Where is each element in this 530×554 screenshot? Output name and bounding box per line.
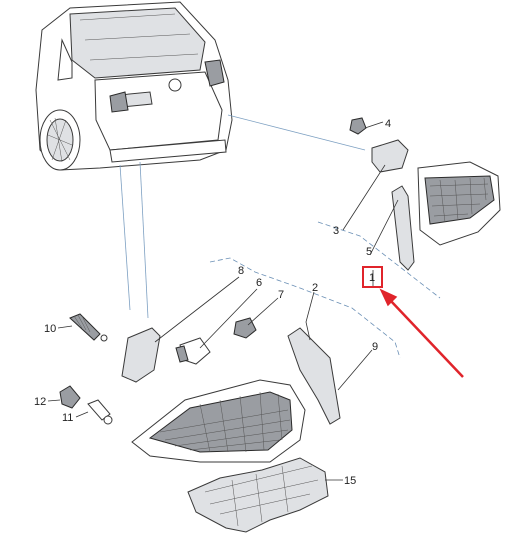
callout-3: 3: [333, 225, 339, 237]
callout-5: 5: [366, 246, 372, 258]
callout-2: 2: [312, 282, 318, 294]
callout-12: 12: [34, 396, 46, 408]
lower-assembly: [59, 313, 341, 533]
callout-4: 4: [385, 118, 391, 130]
callout-1: 1: [369, 272, 375, 284]
highlight-arrow: [379, 288, 464, 378]
callout-7: 7: [278, 289, 284, 301]
callout-8: 8: [238, 265, 244, 277]
callout-labels: 4 3 5 1 8 6 7 2 9 10 12 11 15: [34, 118, 391, 487]
callout-11: 11: [62, 412, 73, 424]
callout-15: 15: [344, 475, 356, 487]
upper-assembly: [349, 117, 501, 271]
callout-6: 6: [256, 277, 262, 289]
callout-10: 10: [44, 323, 56, 335]
reference-leaders: [119, 114, 441, 359]
callout-1-highlight-box: [362, 266, 383, 288]
vehicle-rear-illustration: [35, 1, 233, 171]
leader-lines: [47, 121, 399, 481]
callout-9: 9: [372, 341, 378, 353]
